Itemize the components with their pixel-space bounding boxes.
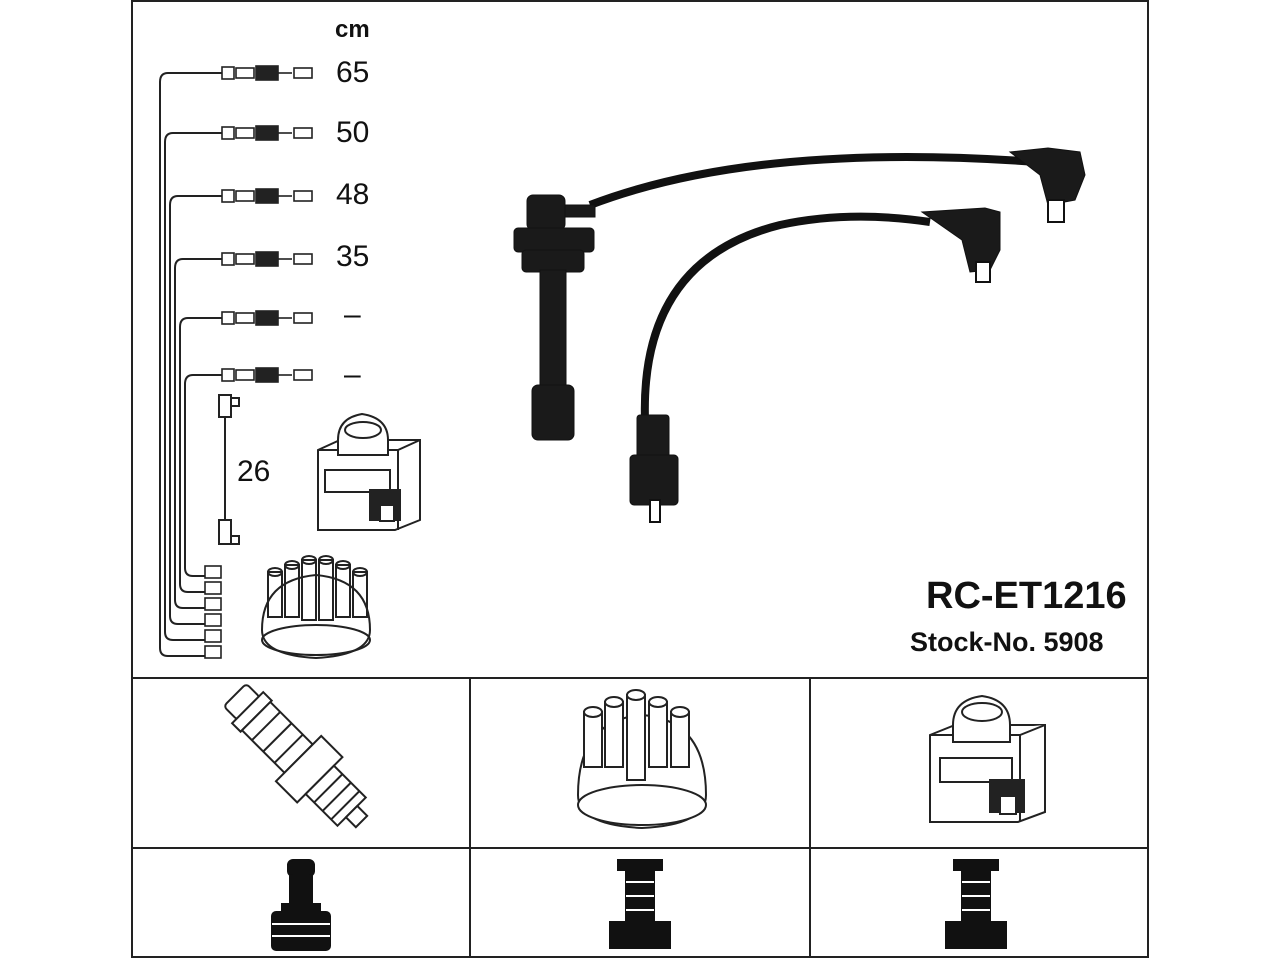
coil-connector-upper bbox=[1008, 147, 1086, 223]
small-distributor-cap-icon bbox=[260, 555, 372, 660]
short-plug-boot bbox=[629, 414, 679, 523]
cap-connector-icon bbox=[609, 859, 671, 949]
coil-cable bbox=[218, 394, 240, 545]
cable-illustration bbox=[513, 147, 1086, 523]
cable-set-schematic bbox=[159, 65, 421, 660]
cable-length-4: 35 bbox=[336, 240, 370, 273]
ignition-coil-icon bbox=[929, 694, 1046, 823]
cable-length-6: – bbox=[344, 358, 361, 391]
cable-length-1: 65 bbox=[336, 56, 370, 89]
small-ignition-coil-icon bbox=[317, 412, 421, 531]
cable-wires bbox=[159, 72, 222, 657]
coil-connector-lower bbox=[920, 207, 1001, 283]
unit-label: cm bbox=[335, 16, 370, 43]
cable-length-3: 48 bbox=[336, 178, 370, 211]
coil-cable-length: 26 bbox=[237, 455, 271, 488]
part-number: RC-ET1216 bbox=[926, 575, 1127, 617]
cable-length-2: 50 bbox=[336, 116, 370, 149]
cable-length-5: – bbox=[344, 298, 361, 331]
cable-end-connectors bbox=[204, 65, 313, 659]
stock-number: Stock-No. 5908 bbox=[910, 627, 1104, 657]
spark-plug-icon bbox=[224, 684, 369, 829]
plug-connector-icon bbox=[271, 859, 331, 951]
coil-connector-icon bbox=[945, 859, 1007, 949]
distributor-cap-icon bbox=[576, 689, 708, 830]
long-plug-boot bbox=[513, 194, 596, 441]
